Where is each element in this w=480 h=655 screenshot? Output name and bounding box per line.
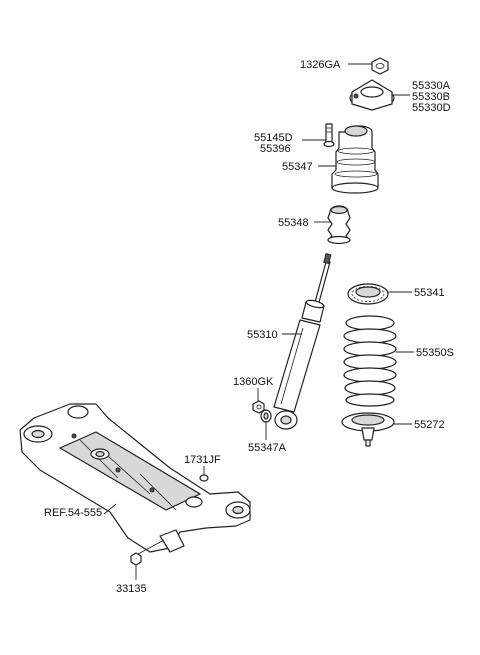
label-33135: 33135 bbox=[116, 583, 147, 595]
label-55350S: 55350S bbox=[416, 347, 454, 359]
top-nut bbox=[371, 57, 389, 75]
label-55272: 55272 bbox=[414, 419, 445, 431]
label-1360GK: 1360GK bbox=[233, 376, 274, 388]
label-55347: 55347 bbox=[282, 161, 313, 173]
upper-mount bbox=[349, 79, 395, 111]
label-55310: 55310 bbox=[247, 329, 278, 341]
label-1731JF: 1731JF bbox=[184, 454, 221, 466]
label-55347A: 55347A bbox=[248, 442, 287, 454]
bushing bbox=[260, 409, 272, 423]
label-55396: 55396 bbox=[260, 143, 291, 155]
plug bbox=[199, 474, 209, 482]
label-55330A: 55330A bbox=[412, 80, 451, 92]
coil-spring bbox=[343, 315, 397, 407]
shock-absorber bbox=[273, 253, 332, 430]
subframe bbox=[19, 403, 251, 553]
label-1326GA: 1326GA bbox=[300, 59, 341, 71]
label-ref: REF.54-555 bbox=[44, 507, 102, 519]
bottom-bolt bbox=[130, 552, 142, 566]
upper-spring-seat bbox=[347, 283, 389, 305]
label-55348: 55348 bbox=[278, 217, 309, 229]
lower-spring-seat bbox=[341, 412, 395, 447]
label-55341: 55341 bbox=[414, 287, 445, 299]
bump-stop bbox=[327, 205, 351, 245]
label-55330D: 55330D bbox=[412, 102, 451, 114]
dust-cover bbox=[331, 125, 379, 194]
label-55145D: 55145D bbox=[254, 132, 293, 144]
label-55330B: 55330B bbox=[412, 91, 450, 103]
mount-bolt bbox=[323, 123, 335, 148]
